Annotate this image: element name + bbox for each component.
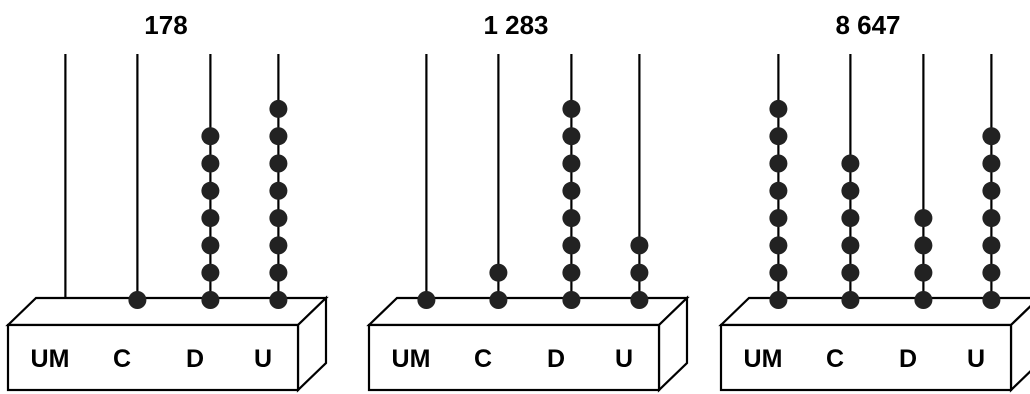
bead — [562, 181, 581, 200]
box-front-face — [367, 323, 661, 392]
bead — [201, 236, 220, 255]
bead — [914, 291, 933, 309]
bead — [841, 236, 860, 255]
bead — [841, 181, 860, 200]
bead — [914, 236, 933, 255]
bead — [841, 263, 860, 282]
bead — [269, 236, 288, 255]
bead — [201, 209, 220, 228]
column-label-um: UM — [392, 345, 431, 373]
bead — [769, 127, 788, 146]
bead — [201, 127, 220, 146]
bead — [982, 263, 1001, 282]
bead — [128, 291, 147, 309]
column-label-um: UM — [744, 345, 783, 373]
bead — [489, 263, 508, 282]
abacus-number: 1 283 — [483, 10, 548, 40]
bead — [841, 154, 860, 173]
bead — [982, 154, 1001, 173]
bead — [769, 263, 788, 282]
bead — [489, 291, 508, 309]
bead — [269, 209, 288, 228]
box-front-face — [6, 323, 300, 392]
bead — [269, 154, 288, 173]
bead — [769, 291, 788, 309]
bead — [562, 209, 581, 228]
bead — [417, 291, 436, 309]
bead — [914, 263, 933, 282]
bead — [201, 263, 220, 282]
bead — [201, 291, 220, 309]
bead — [769, 99, 788, 118]
bead — [562, 263, 581, 282]
bead — [269, 181, 288, 200]
bead — [914, 209, 933, 228]
column-label-d: D — [186, 345, 204, 373]
column-label-d: D — [899, 345, 917, 373]
bead — [201, 154, 220, 173]
column-label-c: C — [474, 345, 492, 373]
bead — [982, 127, 1001, 146]
bead — [769, 236, 788, 255]
bead — [562, 99, 581, 118]
bead — [630, 291, 649, 309]
bead — [769, 181, 788, 200]
bead — [562, 154, 581, 173]
bead — [982, 209, 1001, 228]
bead — [562, 236, 581, 255]
column-label-u: U — [615, 345, 633, 373]
bead — [841, 209, 860, 228]
bead — [769, 209, 788, 228]
bead — [269, 99, 288, 118]
column-label-d: D — [547, 345, 565, 373]
bead — [982, 236, 1001, 255]
bead — [630, 263, 649, 282]
bead — [982, 291, 1001, 309]
column-label-c: C — [826, 345, 844, 373]
bead — [562, 127, 581, 146]
bead — [841, 291, 860, 309]
abacus-number: 178 — [144, 10, 187, 40]
bead — [269, 291, 288, 309]
bead — [630, 236, 649, 255]
bead — [201, 181, 220, 200]
column-label-u: U — [967, 345, 985, 373]
column-label-u: U — [254, 345, 272, 373]
bead — [769, 154, 788, 173]
abacus-number: 8 647 — [835, 10, 900, 40]
box-front-face — [719, 323, 1013, 392]
bead — [269, 263, 288, 282]
column-label-um: UM — [31, 345, 70, 373]
bead — [269, 127, 288, 146]
column-label-c: C — [113, 345, 131, 373]
bead — [562, 291, 581, 309]
bead — [982, 181, 1001, 200]
